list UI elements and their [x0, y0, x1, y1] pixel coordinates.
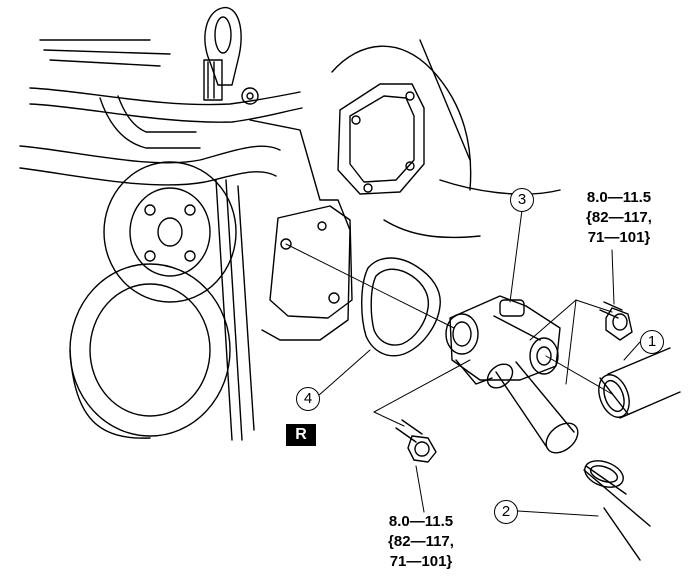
lower-hose — [19, 145, 281, 164]
replace-marker: R — [286, 424, 316, 446]
torque-top-line-1: 8.0—11.5 — [586, 189, 652, 206]
leader-lines — [285, 209, 641, 517]
upper-pipe — [29, 87, 301, 106]
engine-block — [249, 119, 351, 341]
bolt-bottom — [395, 419, 437, 463]
torque-spec-top: 8.0—11.5 {82—117, 71—101} — [566, 188, 672, 248]
callout-4: 4 — [296, 387, 320, 411]
lifting-hook — [204, 7, 242, 86]
torque-top-line-2: {82—117, — [586, 209, 652, 226]
hose-1 — [598, 347, 681, 419]
callout-2: 2 — [494, 500, 518, 524]
torque-bottom-line-1: 8.0—11.5 — [388, 513, 454, 530]
gasket — [361, 257, 441, 357]
engine-water-outlet — [269, 205, 353, 319]
torque-spec-bottom: 8.0—11.5 {82—117, 71—101} — [368, 512, 474, 572]
thermostat-housing — [445, 295, 579, 454]
callout-3: 3 — [510, 188, 534, 212]
callout-1: 1 — [640, 330, 664, 354]
water-pump-pulley — [103, 161, 237, 303]
drive-belt — [215, 179, 255, 441]
hose-2 — [583, 460, 651, 561]
torque-top-line-3: 71—101} — [587, 229, 651, 246]
bolt-top — [599, 301, 633, 341]
engine-background — [19, 7, 561, 441]
rear-cover-plate — [337, 83, 425, 195]
crank-pulley — [69, 263, 231, 439]
sensor — [203, 59, 223, 101]
torque-bottom-line-2: {82—117, — [388, 533, 454, 550]
torque-bottom-line-3: 71—101} — [389, 553, 453, 570]
